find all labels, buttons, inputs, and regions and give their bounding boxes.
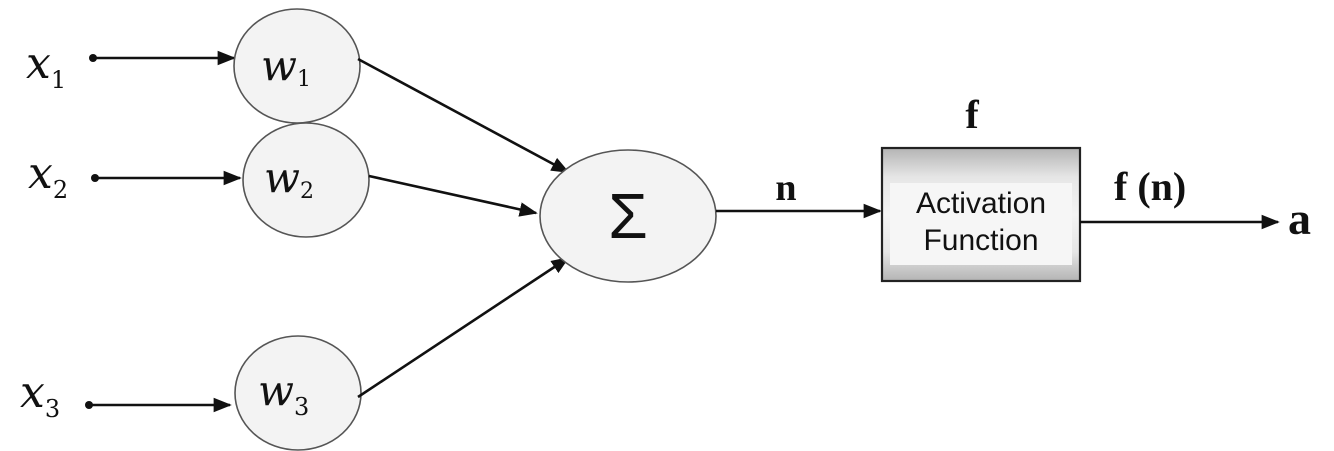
- activation-function-box: Activation Function: [880, 146, 1082, 283]
- input-x2-label: x2: [28, 148, 68, 204]
- input-x3-label: x3: [20, 367, 60, 423]
- output-symbol: a: [1288, 193, 1311, 244]
- weight-node-w2: w2: [242, 122, 370, 238]
- svg-text:w1: w1: [261, 41, 311, 92]
- weight-node-w3: w3: [234, 335, 362, 451]
- output-function-label: f (n): [1114, 164, 1186, 209]
- activation-line-2: Function: [923, 224, 1038, 257]
- summation-symbol: Σ: [608, 180, 648, 252]
- weight-node-w1: w1: [233, 8, 361, 124]
- summation-node: Σ: [539, 149, 717, 283]
- input-x1-label: x1: [26, 38, 66, 94]
- svg-text:w3: w3: [258, 366, 309, 421]
- svg-text:w2: w2: [264, 153, 314, 204]
- activation-title: f: [965, 92, 979, 137]
- activation-line-1: Activation: [916, 187, 1046, 220]
- w3-to-sum-arrow: [357, 256, 570, 399]
- net-input-label: n: [775, 167, 796, 209]
- w2-to-sum-arrow: [368, 174, 538, 217]
- w1-to-sum-arrow: [357, 57, 570, 174]
